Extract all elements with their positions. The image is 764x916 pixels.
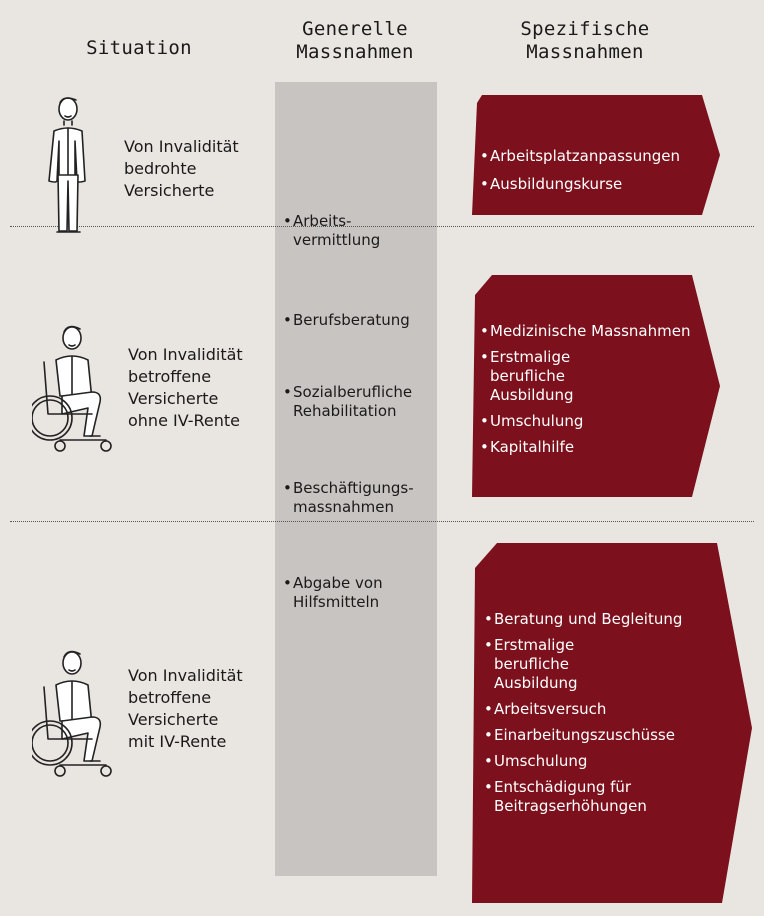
header-specific-measures: Spezifische Massnahmen	[465, 18, 705, 64]
general-measure-item: • Abgabe von Hilfsmitteln	[283, 574, 433, 612]
header-situation-line: Situation	[86, 37, 192, 59]
specific-measure-item: Einarbeitungszuschüsse	[484, 726, 714, 745]
general-measure-line: Beschäftigungs-	[293, 479, 414, 497]
wheelchair-person-icon	[27, 322, 124, 458]
general-measure-line: Berufsberatung	[293, 311, 410, 329]
header-general-line: Generelle	[302, 18, 408, 40]
general-measure-line: Abgabe von	[293, 574, 383, 592]
specific-measures-list: Beratung und Begleitung Erstmalige beruf…	[484, 610, 714, 823]
header-general-measures: Generelle Massnahmen	[270, 18, 440, 64]
specific-measure-item: Medizinische Massnahmen	[480, 322, 710, 341]
bullet: •	[283, 574, 292, 592]
row-divider	[10, 226, 754, 227]
situation-line: Von Invalidität	[128, 666, 243, 685]
specific-measures-list: Arbeitsplatzanpassungen Ausbildungskurse	[480, 147, 710, 203]
specific-measure-item: Entschädigung für Beitragserhöhungen	[484, 778, 674, 816]
situation-line: betroffene	[128, 688, 212, 707]
specific-measure-item: Erstmalige berufliche Ausbildung	[484, 636, 654, 693]
situation-line: bedrohte	[124, 159, 197, 178]
situation-line: Von Invalidität	[128, 345, 243, 364]
general-measures-column	[275, 82, 437, 876]
situation-text: Von Invalidität bedrohte Versicherte	[124, 136, 239, 202]
specific-measure-item: Umschulung	[480, 412, 710, 431]
general-measure-line: massnahmen	[293, 498, 394, 516]
wheelchair-person-icon	[27, 647, 124, 783]
situation-line: ohne IV-Rente	[128, 411, 240, 430]
header-situation: Situation	[74, 37, 204, 60]
general-measure-line: vermittlung	[293, 231, 381, 249]
general-measure-item: • Sozialberufliche Rehabilitation	[283, 383, 433, 421]
general-measure-line: Rehabilitation	[293, 402, 397, 420]
standing-person-icon	[40, 95, 96, 245]
bullet: •	[283, 383, 292, 401]
specific-measures-list: Medizinische Massnahmen Erstmalige beruf…	[480, 322, 710, 464]
general-measure-item: • Arbeits- vermittlung	[283, 212, 433, 250]
situation-line: Versicherte	[124, 181, 215, 200]
general-measure-line: Arbeits-	[293, 212, 352, 230]
situation-line: Von Invalidität	[124, 137, 239, 156]
general-measure-line: Sozialberufliche	[293, 383, 413, 401]
specific-measure-item: Beratung und Begleitung	[484, 610, 714, 629]
specific-measure-item: Umschulung	[484, 752, 714, 771]
bullet: •	[283, 311, 292, 329]
bullet: •	[283, 212, 292, 230]
situation-line: Versicherte	[128, 389, 219, 408]
general-measure-line: Hilfsmitteln	[293, 593, 380, 611]
general-measure-item: • Beschäftigungs- massnahmen	[283, 479, 433, 517]
header-specific-line: Massnahmen	[526, 41, 644, 63]
situation-text: Von Invalidität betroffene Versicherte o…	[128, 344, 243, 432]
header-general-line: Massnahmen	[296, 41, 414, 63]
situation-line: betroffene	[128, 367, 212, 386]
situation-text: Von Invalidität betroffene Versicherte m…	[128, 665, 243, 753]
specific-measure-item: Arbeitsplatzanpassungen	[480, 147, 710, 166]
situation-line: mit IV-Rente	[128, 732, 227, 751]
bullet: •	[283, 479, 292, 497]
header-specific-line: Spezifische	[520, 18, 650, 40]
specific-measure-item: Arbeitsversuch	[484, 700, 714, 719]
situation-line: Versicherte	[128, 710, 219, 729]
specific-measure-item: Erstmalige berufliche Ausbildung	[480, 348, 650, 405]
general-measure-item: • Berufsberatung	[283, 311, 433, 330]
specific-measure-item: Ausbildungskurse	[480, 175, 710, 194]
row-divider	[10, 521, 754, 522]
specific-measure-item: Kapitalhilfe	[480, 438, 710, 457]
